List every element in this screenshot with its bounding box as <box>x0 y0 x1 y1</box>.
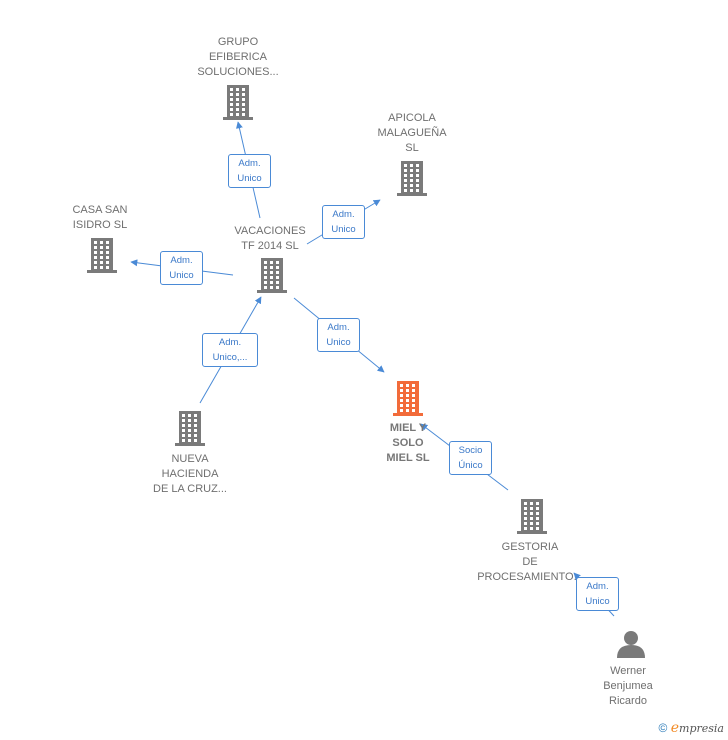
node-label-vacaciones[interactable]: VACACIONES TF 2014 SL <box>234 225 306 252</box>
node-label-miel[interactable]: MIEL Y SOLO MIEL SL <box>386 422 430 464</box>
building-icon-apicola[interactable] <box>397 161 427 196</box>
copyright-symbol: © <box>658 721 668 735</box>
building-icon-grupo[interactable] <box>223 85 253 120</box>
person-icon-werner[interactable] <box>617 631 645 658</box>
edge-label-vacaciones-casa[interactable]: Adm. Unico <box>160 251 203 285</box>
building-icon-gestoria[interactable] <box>517 499 547 534</box>
edge-label-nueva-vacaciones[interactable]: Adm. Unico,... <box>202 333 258 367</box>
node-label-casa[interactable]: CASA SAN ISIDRO SL <box>72 204 128 231</box>
edge-label-vacaciones-apicola[interactable]: Adm. Unico <box>322 205 365 239</box>
node-label-grupo[interactable]: GRUPO EFIBERICA SOLUCIONES... <box>197 36 279 78</box>
node-label-werner[interactable]: Werner Benjumea Ricardo <box>603 665 653 707</box>
building-icon-miel[interactable] <box>393 381 423 416</box>
node-label-nueva[interactable]: NUEVA HACIENDA DE LA CRUZ... <box>153 453 227 495</box>
edge-label-vacaciones-grupo[interactable]: Adm. Unico <box>228 154 271 188</box>
building-icon-vacaciones[interactable] <box>257 258 287 293</box>
edge-label-vacaciones-miel[interactable]: Adm. Unico <box>317 318 360 352</box>
building-icon-casa[interactable] <box>87 238 117 273</box>
node-label-gestoria[interactable]: GESTORIA DE PROCESAMIENTO... <box>477 541 583 583</box>
footer-brand: © empresia <box>659 720 724 736</box>
edge-label-gestoria-miel[interactable]: Socio Único <box>449 441 492 475</box>
brand-logo: empresia <box>670 720 724 736</box>
node-label-apicola[interactable]: APICOLA MALAGUEÑA SL <box>377 112 447 154</box>
building-icon-nueva[interactable] <box>175 411 205 446</box>
edge-label-werner-gestoria[interactable]: Adm. Unico <box>576 577 619 611</box>
